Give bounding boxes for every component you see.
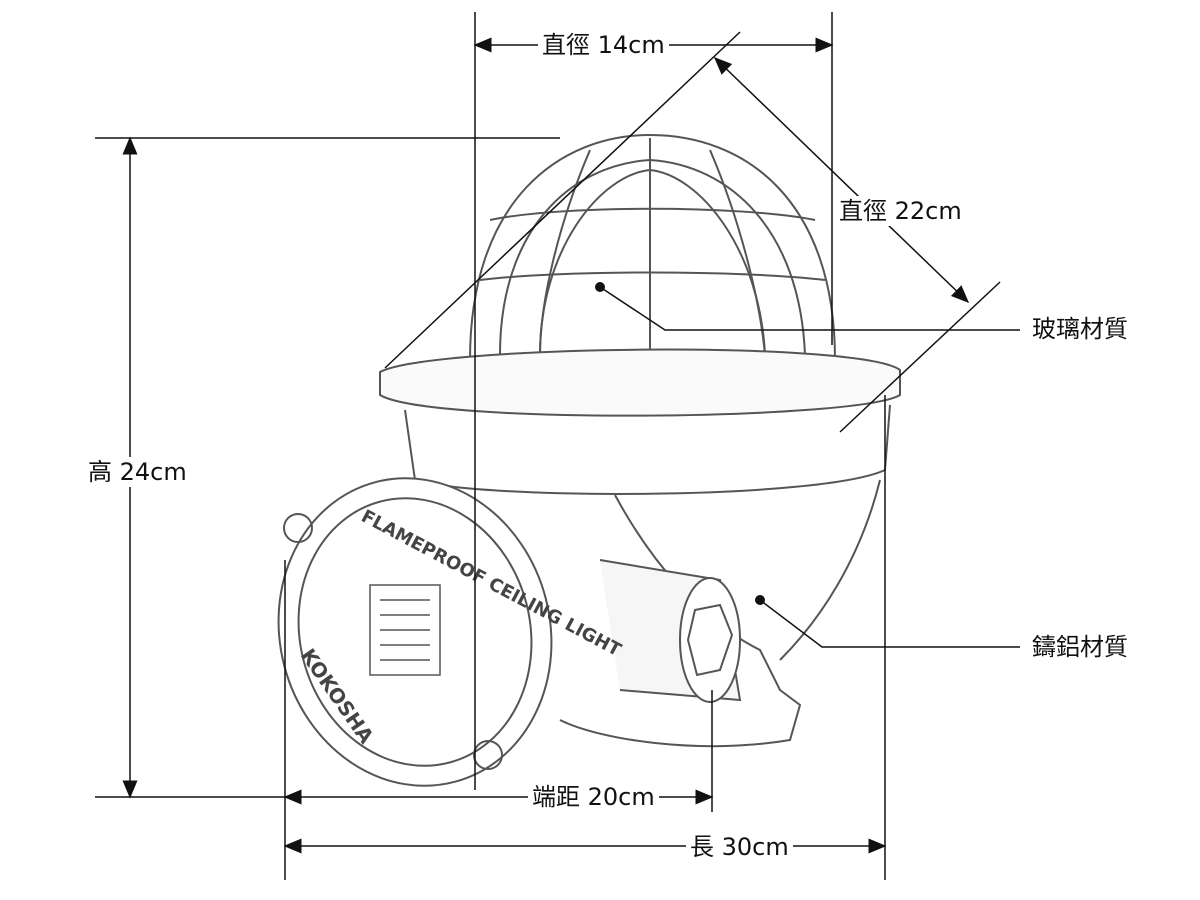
length-label: 長 30cm: [686, 832, 793, 862]
dimension-lines: [95, 12, 1020, 880]
body-leader-dot: [755, 595, 765, 605]
lamp-illustration: FLAMEPROOF CEILING LIGHT KOKOSHA: [277, 133, 901, 787]
dome-rim: [379, 348, 901, 417]
offset-label: 端距 20cm: [528, 782, 659, 812]
dome-diameter-label: 直徑 22cm: [835, 196, 966, 226]
cover-plate: [277, 477, 553, 787]
lamp-body: [404, 404, 891, 495]
glass-material-label: 玻璃材質: [1028, 314, 1132, 344]
height-label: 高 24cm: [84, 457, 191, 487]
body-material-label: 鑄鋁材質: [1028, 632, 1132, 662]
glass-leader-dot: [595, 282, 605, 292]
top-diameter-label: 直徑 14cm: [538, 30, 669, 60]
